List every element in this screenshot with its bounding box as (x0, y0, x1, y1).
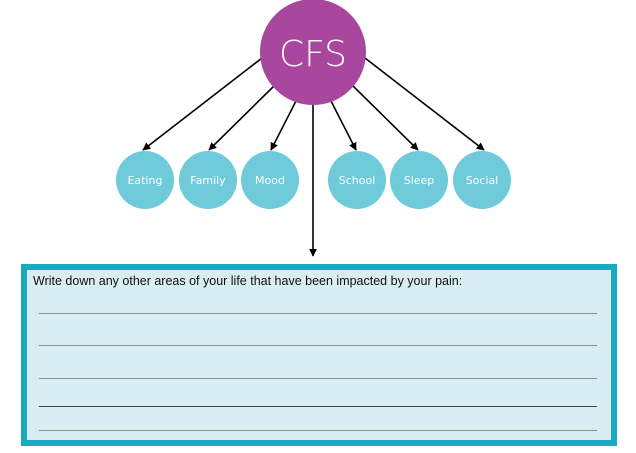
write-prompt: Write down any other areas of your life … (33, 274, 463, 288)
node-school: School (328, 151, 386, 209)
writing-line[interactable] (39, 378, 597, 379)
arrow-to-eating (142, 57, 263, 151)
node-family-label: Family (190, 174, 226, 187)
impact-diagram: CFS Eating Family Mood School Sleep Soci… (116, 0, 511, 257)
node-family: Family (179, 151, 237, 209)
arrow-to-family (208, 84, 276, 151)
arrow-to-school (330, 100, 357, 151)
arrow-to-social (364, 57, 485, 151)
arrow-to-sleep (351, 84, 419, 151)
arrow-to-mood (270, 100, 297, 151)
node-eating: Eating (116, 151, 174, 209)
node-mood-label: Mood (255, 174, 285, 187)
node-sleep: Sleep (390, 151, 448, 209)
writing-line[interactable] (39, 430, 597, 431)
writing-line[interactable] (39, 345, 597, 346)
node-social-label: Social (466, 174, 499, 187)
node-school-label: School (339, 174, 376, 187)
center-node-label: CFS (279, 34, 347, 75)
writing-line[interactable] (39, 313, 597, 314)
center-node: CFS (260, 0, 366, 105)
write-in-box: Write down any other areas of your life … (21, 264, 617, 446)
node-social: Social (453, 151, 511, 209)
node-mood: Mood (241, 151, 299, 209)
node-eating-label: Eating (127, 174, 162, 187)
node-sleep-label: Sleep (404, 174, 435, 187)
writing-line[interactable] (39, 406, 597, 407)
